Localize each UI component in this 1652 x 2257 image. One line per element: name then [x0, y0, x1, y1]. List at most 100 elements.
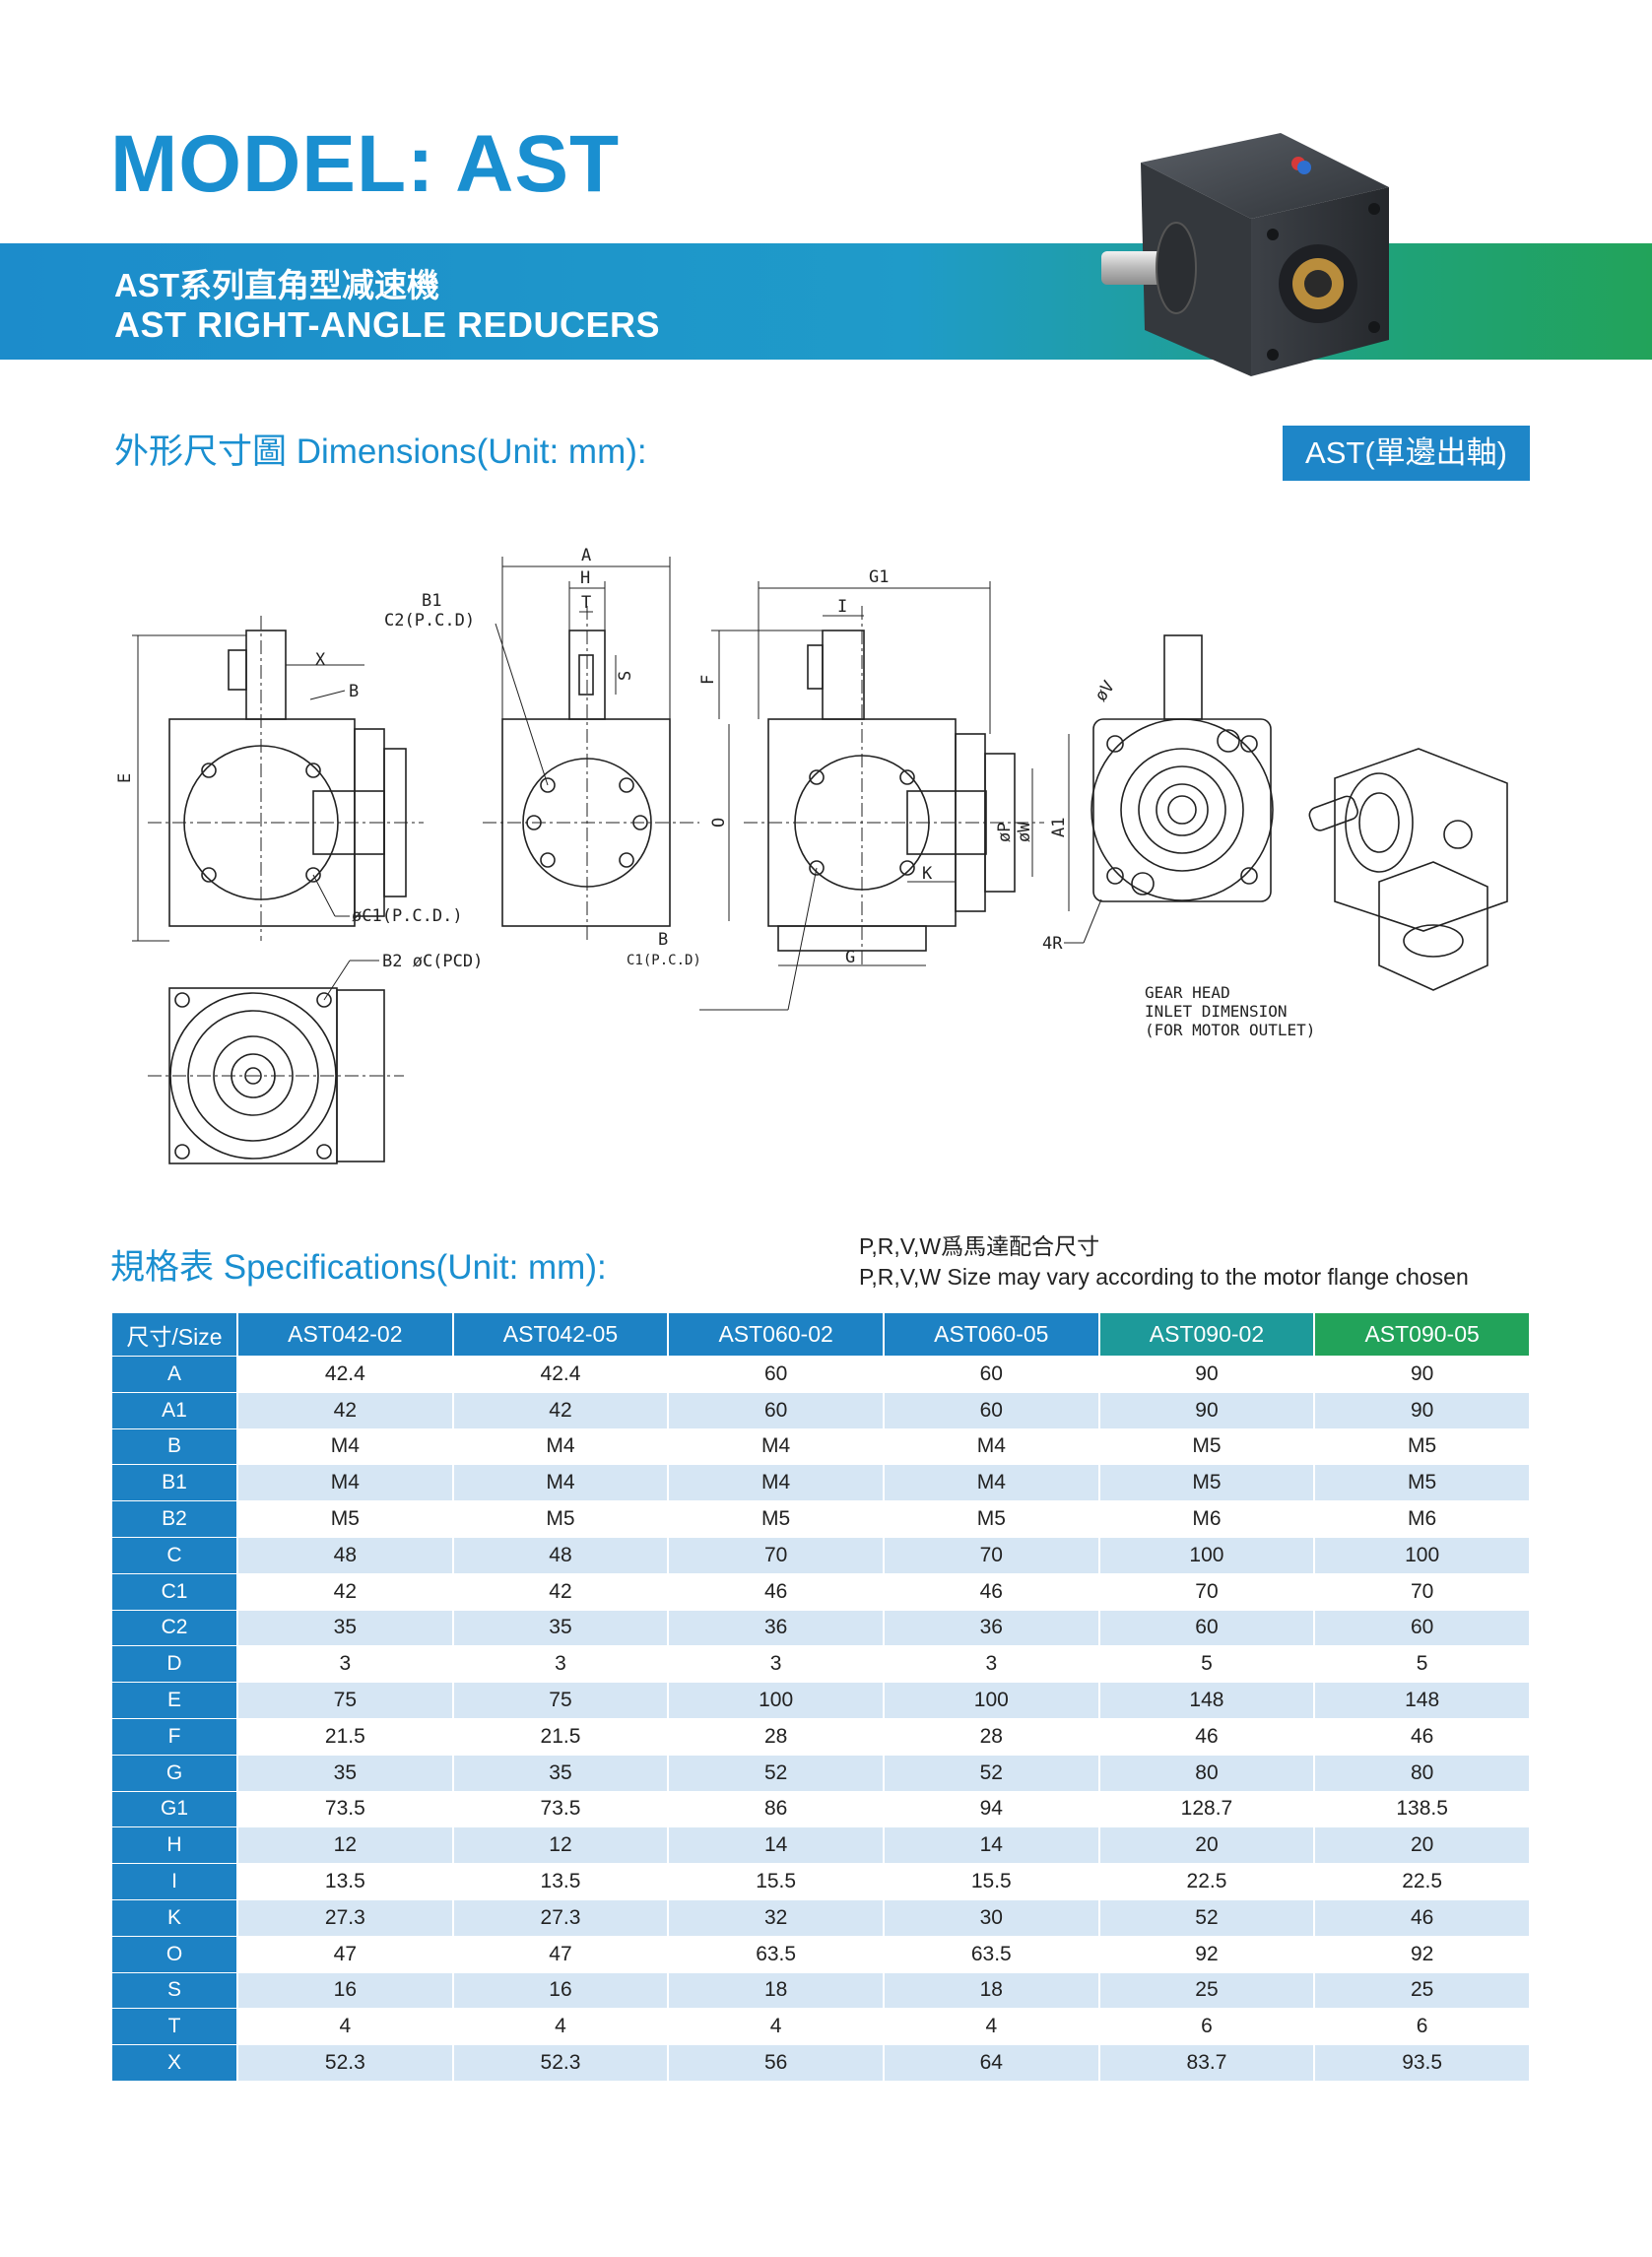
table-cell: 60 — [1314, 1609, 1531, 1646]
table-cell: 63.5 — [668, 1935, 885, 1973]
table-cell: 148 — [1314, 1682, 1531, 1719]
table-cell: 73.5 — [452, 1790, 670, 1827]
label-a1: A1 — [1049, 818, 1069, 837]
motor-note-en: P,R,V,W Size may vary according to the m… — [859, 1264, 1469, 1290]
table-cell: 94 — [883, 1790, 1100, 1827]
table-cell: M5 — [883, 1500, 1100, 1538]
table-cell: M5 — [1314, 1464, 1531, 1501]
col-ast042-05-header: AST042-05 — [452, 1313, 670, 1357]
table-cell: 46 — [668, 1572, 885, 1611]
table-cell: 4 — [668, 2008, 885, 2045]
table-cell: 90 — [1314, 1391, 1531, 1429]
table-cell: 47 — [237, 1935, 454, 1973]
table-cell: 46 — [1314, 1898, 1531, 1937]
col-ast060-02-header: AST060-02 — [668, 1313, 885, 1357]
subtitle-en: AST RIGHT-ANGLE REDUCERS — [114, 304, 661, 345]
side-view: X B E øC1(P.C.D.) — [115, 616, 463, 942]
table-cell: 4 — [883, 2008, 1100, 2045]
table-cell: 3 — [668, 1645, 885, 1683]
table-cell: 5 — [1098, 1645, 1316, 1683]
label-h: H — [580, 568, 590, 588]
table-cell: 90 — [1314, 1356, 1531, 1393]
col-ast042-02-header: AST042-02 — [237, 1313, 454, 1357]
table-cell: 80 — [1098, 1754, 1316, 1792]
table-cell: 60 — [668, 1391, 885, 1429]
table-cell: 28 — [883, 1717, 1100, 1756]
label-i: I — [837, 597, 847, 617]
table-cell: 36 — [668, 1609, 885, 1646]
table-cell: 75 — [237, 1682, 454, 1719]
table-cell: 4 — [237, 2008, 454, 2045]
dimensions-heading: 外形尺寸圖 Dimensions(Unit: mm): — [114, 432, 647, 471]
label-c1: øC1(P.C.D.) — [352, 906, 463, 926]
table-cell: 52 — [883, 1754, 1100, 1792]
table-cell: 100 — [1098, 1536, 1316, 1574]
row-label: B2 — [112, 1500, 238, 1538]
label-b-bottom: B — [658, 930, 668, 950]
label-gear-head-1: GEAR HEAD — [1145, 983, 1230, 1002]
product-image — [1101, 133, 1389, 376]
table-cell: M4 — [668, 1427, 885, 1465]
table-cell: 36 — [883, 1609, 1100, 1646]
table-cell: 46 — [1098, 1717, 1316, 1756]
table-cell: 42 — [452, 1572, 670, 1611]
front-view: A H T S B1 C2(P.C.D) — [384, 546, 699, 941]
table-cell: 3 — [237, 1645, 454, 1683]
row-label: I — [112, 1863, 238, 1900]
table-cell: 42 — [237, 1572, 454, 1611]
table-cell: 75 — [452, 1682, 670, 1719]
table-cell: 80 — [1314, 1754, 1531, 1792]
col-size-header: 尺寸/Size — [112, 1313, 238, 1357]
table-cell: M5 — [1314, 1427, 1531, 1465]
table-cell: 3 — [452, 1645, 670, 1683]
table-cell: M6 — [1314, 1500, 1531, 1538]
table-cell: 13.5 — [237, 1863, 454, 1900]
table-cell: 52 — [1098, 1898, 1316, 1937]
table-cell: M4 — [668, 1464, 885, 1501]
row-label: B1 — [112, 1464, 238, 1501]
label-p: øP — [995, 823, 1015, 842]
label-t: T — [581, 593, 591, 613]
col-ast090-05-header: AST090-05 — [1314, 1313, 1531, 1357]
row-label: T — [112, 2008, 238, 2045]
label-g: G — [845, 948, 855, 967]
table-cell: 30 — [883, 1898, 1100, 1937]
label-f: F — [698, 675, 718, 685]
table-cell: 21.5 — [237, 1717, 454, 1756]
table-cell: 92 — [1098, 1935, 1316, 1973]
table-cell: M4 — [237, 1464, 454, 1501]
table-cell: 52 — [668, 1754, 885, 1792]
table-cell: 60 — [668, 1356, 885, 1393]
row-label: O — [112, 1935, 238, 1973]
table-cell: 20 — [1314, 1826, 1531, 1864]
table-cell: 6 — [1098, 2008, 1316, 2045]
row-label: H — [112, 1826, 238, 1864]
table-cell: 13.5 — [452, 1863, 670, 1900]
motor-note: P,R,V,W爲馬達配合尺寸 P,R,V,W Size may vary acc… — [859, 1231, 1469, 1293]
subtitle-cn: AST系列直角型减速機 — [114, 267, 439, 303]
table-cell: 52.3 — [237, 2044, 454, 2081]
specs-heading: 規格表 Specifications(Unit: mm): — [110, 1248, 607, 1287]
table-cell: 4 — [452, 2008, 670, 2045]
table-cell: 14 — [668, 1826, 885, 1864]
table-cell: 100 — [883, 1682, 1100, 1719]
table-cell: 90 — [1098, 1356, 1316, 1393]
table-cell: 42.4 — [452, 1356, 670, 1393]
table-cell: 42.4 — [237, 1356, 454, 1393]
specs-table: 尺寸/Size AST042-02 AST042-05 AST060-02 AS… — [112, 1313, 1531, 2081]
table-cell: 16 — [237, 1971, 454, 2009]
table-cell: M5 — [1098, 1464, 1316, 1501]
label-o: O — [709, 818, 729, 828]
table-cell: M5 — [237, 1500, 454, 1538]
table-cell: M5 — [452, 1500, 670, 1538]
table-cell: 5 — [1314, 1645, 1531, 1683]
